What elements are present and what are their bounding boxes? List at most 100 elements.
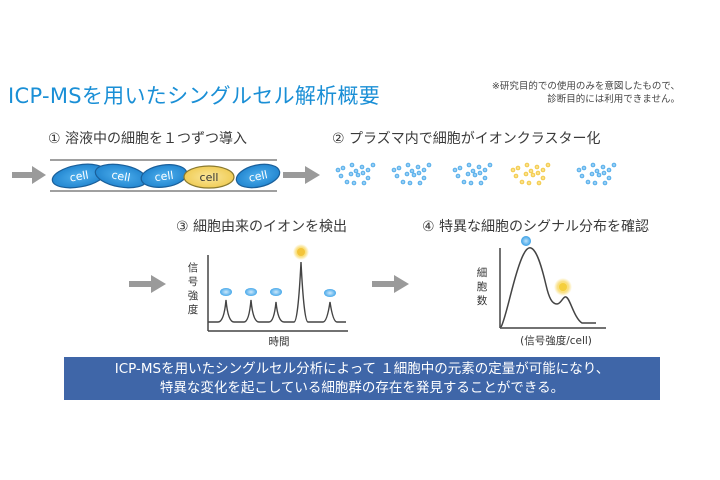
ion-dot — [359, 164, 365, 170]
distribution-graph: 細 胞 数 (信号強度/cell) — [477, 236, 606, 347]
ion-dot — [526, 180, 532, 186]
ion-dot — [340, 165, 346, 171]
ion-dot — [594, 168, 600, 174]
graph1-xlabel: 時間 — [269, 336, 290, 348]
cell-2-label: cell — [110, 168, 131, 184]
ion-dot — [452, 167, 458, 173]
graph1-ylabel-3: 強 — [188, 289, 199, 302]
ion-dot — [581, 165, 587, 171]
peak-ion-1 — [220, 288, 232, 296]
ion-dot — [524, 162, 530, 168]
ion-dot — [421, 175, 427, 181]
ion-dot — [585, 179, 591, 185]
ion-dot — [409, 168, 415, 174]
peak-ion-3 — [270, 288, 282, 296]
ion-dot — [523, 171, 529, 177]
cell-4-label: cell — [200, 171, 219, 184]
ion-dot — [466, 162, 472, 168]
ion-dot — [355, 172, 361, 178]
step-4-label: ④ 特異な細胞のシグナル分布を確認 — [422, 219, 650, 235]
ion-dot — [606, 167, 612, 173]
ion-dot — [468, 180, 474, 186]
ion-dot — [519, 179, 525, 185]
ion-dot — [400, 179, 406, 185]
ion-dot — [365, 175, 371, 181]
ion-clusters — [335, 162, 617, 186]
ion-dot — [472, 172, 478, 178]
summary-line-1: ICP-MSを用いたシングルセル分析によって １細胞中の元素の定量が可能になり、 — [114, 361, 610, 377]
ion-dot — [405, 162, 411, 168]
graph2-ylabel-2: 胞 — [477, 281, 488, 293]
ion-dot — [576, 167, 582, 173]
cell-2: cell — [94, 163, 148, 189]
cell-3-label: cell — [154, 169, 175, 185]
graph2-xlabel: (信号強度/cell) — [520, 334, 592, 347]
ion-dot — [365, 167, 371, 173]
ion-dot — [476, 164, 482, 170]
step-3-label: ③ 細胞由来のイオンを検出 — [176, 219, 348, 235]
peak-ion-2 — [245, 288, 257, 296]
ion-dot — [391, 167, 397, 173]
ion-dot — [349, 162, 355, 168]
ion-dot — [407, 180, 413, 186]
ion-dot — [579, 173, 585, 179]
ion-dot — [540, 167, 546, 173]
ion-dot — [535, 170, 541, 176]
ion-dot — [461, 179, 467, 185]
intake-arrow — [12, 166, 46, 184]
graph1-ylabel-2: 号 — [188, 276, 199, 288]
graph2-distribution-curve — [500, 247, 596, 328]
ion-dot — [335, 167, 341, 173]
ion-dot — [478, 180, 484, 186]
ion-dot — [530, 172, 536, 178]
ion-dot — [534, 164, 540, 170]
ion-dot — [602, 180, 608, 186]
ion-dot — [404, 171, 410, 177]
ion-cluster-5 — [576, 162, 617, 186]
step-1-label: ① 溶液中の細胞を１つずつ導入 — [48, 131, 248, 147]
ion-dot — [415, 164, 421, 170]
cell-5: cell — [235, 163, 281, 189]
ion-dot — [596, 172, 602, 178]
ion-dot — [528, 168, 534, 174]
ion-cluster-highlighted — [510, 162, 551, 186]
cell-3: cell — [140, 164, 188, 188]
ion-dot — [482, 167, 488, 173]
ion-dot — [455, 173, 461, 179]
ion-dot — [370, 162, 376, 168]
ion-dot — [338, 173, 344, 179]
ion-dot — [396, 165, 402, 171]
ion-dot — [465, 171, 471, 177]
summary-line-2: 特異な変化を起こしている細胞群の存在を発見することができる。 — [159, 380, 565, 396]
ion-dot — [411, 172, 417, 178]
ion-dot — [426, 162, 432, 168]
ion-dot — [353, 168, 359, 174]
ion-dot — [515, 165, 521, 171]
ion-dot — [600, 164, 606, 170]
ion-dot — [477, 170, 483, 176]
ion-cluster-3 — [452, 162, 493, 186]
graph1-signal-line — [208, 261, 346, 323]
ion-cluster-2 — [391, 162, 432, 186]
graph2-ylabel-3: 数 — [477, 294, 488, 307]
ion-dot — [348, 171, 354, 177]
ion-dot — [421, 167, 427, 173]
ion-dot — [589, 171, 595, 177]
disclaimer-line-1: ※研究目的での使用のみを意図したもので、 — [491, 81, 680, 92]
signal-time-graph: 信 号 強 度 時間 — [188, 244, 348, 348]
ion-dot — [592, 180, 598, 186]
ion-dot — [361, 180, 367, 186]
ion-dot — [394, 173, 400, 179]
ion-dot — [344, 179, 350, 185]
ion-dot — [611, 162, 617, 168]
ion-dot — [513, 173, 519, 179]
transition-arrow-2 — [129, 275, 166, 293]
step-2-label: ② プラズマ内で細胞がイオンクラスター化 — [332, 131, 601, 147]
ion-dot — [351, 180, 357, 186]
graph1-ylabel-1: 信 — [188, 262, 199, 274]
disclaimer-line-2: 診断目的には利用できません。 — [547, 94, 680, 105]
ion-dot — [416, 170, 422, 176]
ion-dot — [540, 175, 546, 181]
ion-dot — [601, 170, 607, 176]
